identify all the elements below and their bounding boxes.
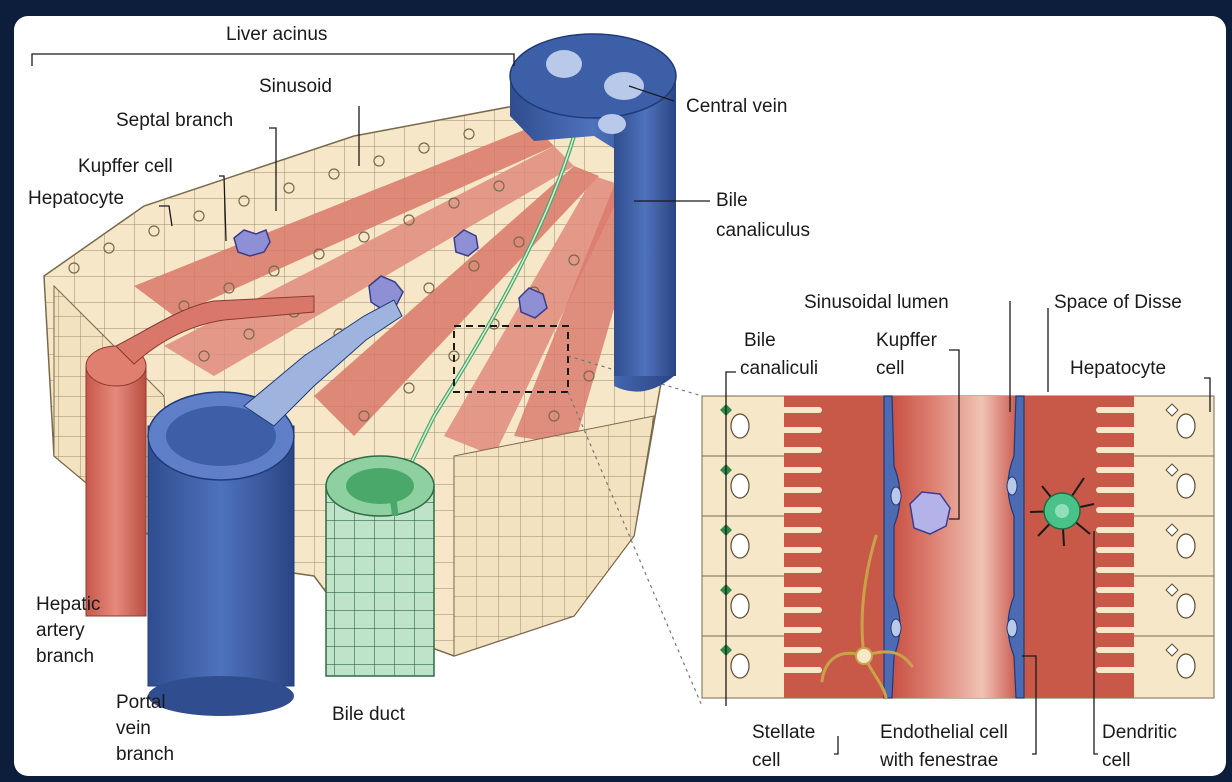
label-endothelial-1: Endothelial cell bbox=[880, 722, 1008, 743]
label-hepatic-artery-1: Hepatic bbox=[36, 594, 100, 615]
label-dendritic-2: cell bbox=[1102, 750, 1131, 771]
sinusoid-inset bbox=[702, 396, 1214, 698]
label-bile-canaliculi-2: canaliculi bbox=[740, 358, 818, 379]
label-kupffer-cell: Kupffer cell bbox=[78, 156, 173, 177]
label-stellate-2: cell bbox=[752, 750, 781, 771]
label-stellate-1: Stellate bbox=[752, 722, 815, 743]
label-hepatic-artery-3: branch bbox=[36, 646, 94, 667]
label-portal-vein-1: Portal bbox=[116, 692, 166, 713]
label-kupffer-inset-2: cell bbox=[876, 358, 905, 379]
label-dendritic-1: Dendritic bbox=[1102, 722, 1177, 743]
label-central-vein: Central vein bbox=[686, 96, 787, 117]
label-liver-acinus: Liver acinus bbox=[226, 24, 327, 45]
label-hepatic-artery-2: artery bbox=[36, 620, 85, 641]
label-bile-duct: Bile duct bbox=[332, 704, 406, 725]
label-sinusoid: Sinusoid bbox=[259, 76, 332, 97]
label-bile-canaliculus-1: Bile bbox=[716, 190, 748, 211]
label-portal-vein-2: vein bbox=[116, 718, 151, 739]
label-hepatocyte-inset: Hepatocyte bbox=[1070, 358, 1166, 379]
liver-acinus-diagram: Liver acinus Sinusoid Septal branch Kupf… bbox=[14, 16, 1226, 776]
label-hepatocyte: Hepatocyte bbox=[28, 188, 124, 209]
diagram-panel: Liver acinus Sinusoid Septal branch Kupf… bbox=[14, 16, 1226, 776]
label-bile-canaliculi-1: Bile bbox=[744, 330, 776, 351]
label-sinusoidal-lumen: Sinusoidal lumen bbox=[804, 292, 949, 313]
label-space-of-disse: Space of Disse bbox=[1054, 292, 1182, 313]
label-endothelial-2: with fenestrae bbox=[879, 750, 998, 771]
label-portal-vein-3: branch bbox=[116, 744, 174, 765]
label-septal-branch: Septal branch bbox=[116, 110, 233, 131]
label-bile-canaliculus-2: canaliculus bbox=[716, 220, 810, 241]
bile-duct bbox=[326, 456, 434, 676]
label-kupffer-inset-1: Kupffer bbox=[876, 330, 938, 351]
